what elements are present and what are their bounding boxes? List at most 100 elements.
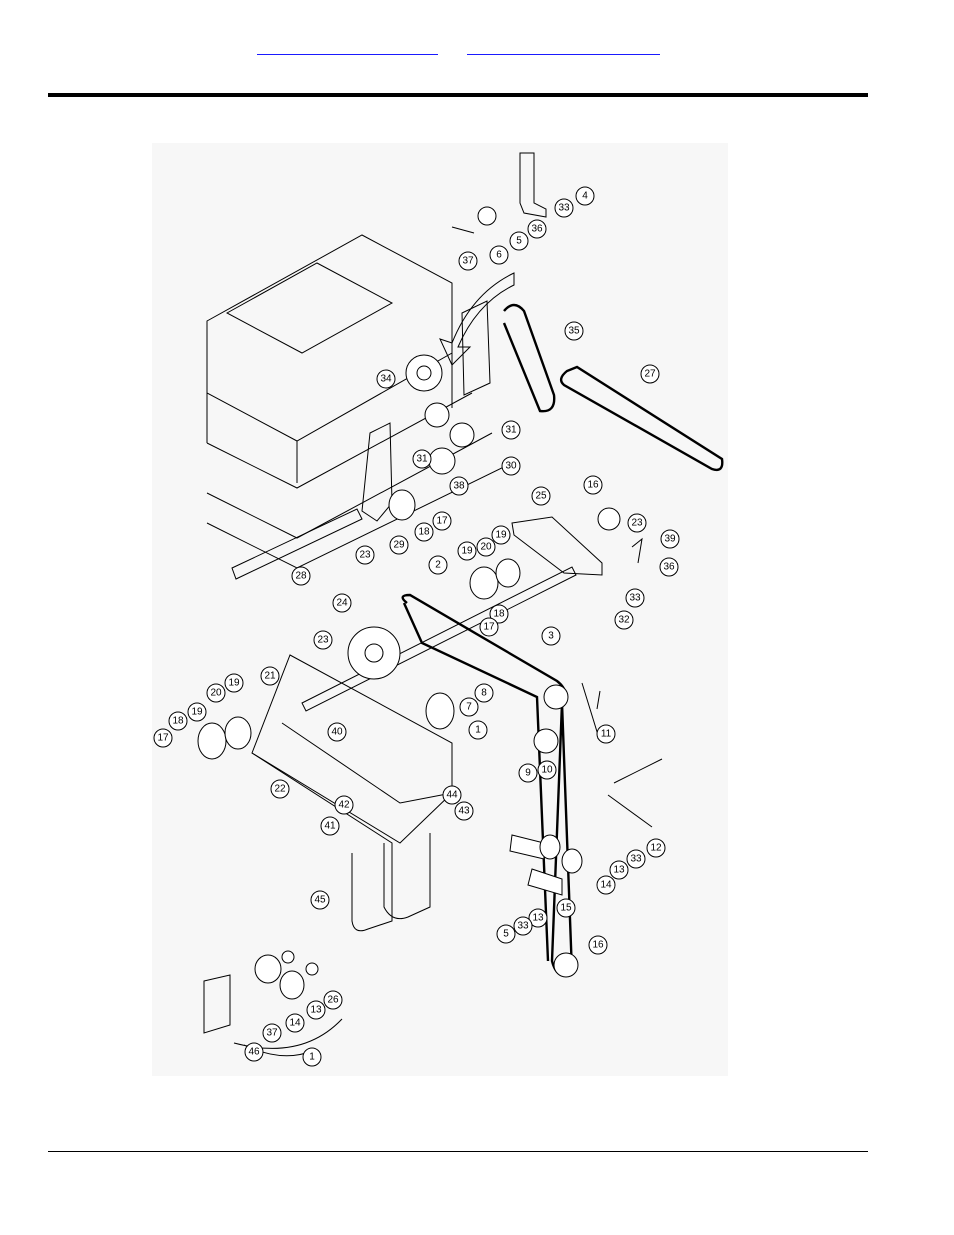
bearings	[198, 490, 520, 759]
callout: 20	[477, 538, 495, 556]
callout: 42	[335, 796, 353, 814]
svg-text:28: 28	[295, 571, 307, 582]
svg-text:11: 11	[601, 729, 612, 740]
header-link-left[interactable]	[257, 40, 438, 55]
callout: 29	[390, 536, 408, 554]
callout: 19	[458, 542, 476, 560]
callout: 25	[532, 487, 550, 505]
callout: 31	[413, 450, 431, 468]
svg-text:41: 41	[324, 821, 336, 832]
svg-text:43: 43	[458, 806, 470, 817]
svg-text:6: 6	[496, 250, 502, 261]
callout: 44	[443, 786, 461, 804]
svg-text:26: 26	[327, 995, 339, 1006]
svg-text:19: 19	[461, 546, 473, 557]
svg-text:21: 21	[264, 671, 276, 682]
svg-text:33: 33	[558, 203, 570, 214]
upper-bracket	[520, 153, 546, 217]
svg-text:7: 7	[466, 702, 472, 713]
callout: 28	[292, 567, 310, 585]
callout: 32	[615, 611, 633, 629]
callout: 31	[502, 421, 520, 439]
svg-text:13: 13	[613, 865, 625, 876]
svg-text:33: 33	[629, 593, 641, 604]
exploded-view-drawing: 4 33 5 36 6 37 35 27 34 31 31 30 38 17 1…	[152, 143, 728, 1076]
svg-text:24: 24	[336, 598, 348, 609]
svg-text:23: 23	[317, 635, 329, 646]
callout: 43	[455, 802, 473, 820]
svg-text:1: 1	[309, 1052, 315, 1063]
svg-text:46: 46	[248, 1047, 260, 1058]
direction-arrow	[440, 273, 514, 365]
callout: 16	[584, 476, 602, 494]
callout: 37	[263, 1024, 281, 1042]
callout: 19	[492, 526, 510, 544]
svg-text:17: 17	[436, 516, 448, 527]
callout: 39	[661, 530, 679, 548]
callout: 13	[610, 861, 628, 879]
callout: 1	[303, 1048, 321, 1066]
svg-text:30: 30	[505, 461, 517, 472]
svg-text:15: 15	[560, 903, 572, 914]
callout: 21	[261, 667, 279, 685]
svg-text:4: 4	[582, 191, 588, 202]
svg-text:18: 18	[418, 527, 430, 538]
callout: 41	[321, 817, 339, 835]
svg-text:23: 23	[631, 518, 643, 529]
svg-text:14: 14	[600, 880, 612, 891]
mounting-plate	[252, 655, 452, 855]
callout: 17	[154, 729, 172, 747]
svg-text:33: 33	[630, 854, 642, 865]
callout: 13	[307, 1001, 325, 1019]
callout: 23	[314, 631, 332, 649]
cross-shaft	[302, 567, 576, 711]
svg-text:23: 23	[359, 550, 371, 561]
svg-text:5: 5	[516, 236, 522, 247]
callout: 27	[641, 365, 659, 383]
svg-text:13: 13	[310, 1005, 322, 1016]
svg-text:45: 45	[314, 895, 326, 906]
svg-text:37: 37	[266, 1028, 278, 1039]
callout: 7	[460, 698, 478, 716]
u-bolts	[352, 833, 430, 931]
callout: 33	[555, 199, 573, 217]
svg-text:19: 19	[228, 678, 240, 689]
callout: 8	[475, 684, 493, 702]
svg-text:31: 31	[505, 425, 517, 436]
callout: 18	[169, 712, 187, 730]
svg-text:16: 16	[592, 940, 604, 951]
svg-text:19: 19	[191, 707, 203, 718]
hopper-box	[207, 235, 512, 568]
svg-text:27: 27	[644, 369, 656, 380]
callout: 45	[311, 891, 329, 909]
svg-text:36: 36	[663, 562, 675, 573]
callout: 17	[433, 512, 451, 530]
callout: 46	[245, 1043, 263, 1061]
header-link-right[interactable]	[467, 40, 660, 55]
svg-text:20: 20	[480, 542, 492, 553]
callout: 2	[429, 556, 447, 574]
callout: 12	[647, 839, 665, 857]
drive-chains	[403, 305, 723, 975]
svg-text:32: 32	[618, 615, 630, 626]
svg-text:5: 5	[503, 929, 509, 940]
callout: 34	[377, 370, 395, 388]
svg-text:1: 1	[475, 725, 481, 736]
svg-text:10: 10	[541, 765, 553, 776]
svg-text:17: 17	[157, 733, 169, 744]
callout: 33	[627, 850, 645, 868]
svg-text:40: 40	[331, 727, 343, 738]
callout: 26	[324, 991, 342, 1009]
callout: 33	[514, 917, 532, 935]
callout: 6	[490, 246, 508, 264]
callout: 23	[356, 546, 374, 564]
callout: 36	[528, 220, 546, 238]
svg-text:9: 9	[525, 768, 531, 779]
callout: 16	[589, 936, 607, 954]
footer-rule	[48, 1151, 868, 1152]
callout: 20	[207, 684, 225, 702]
idler-rollers	[510, 835, 582, 895]
svg-text:3: 3	[548, 631, 554, 642]
callout: 19	[188, 703, 206, 721]
svg-text:37: 37	[462, 256, 474, 267]
